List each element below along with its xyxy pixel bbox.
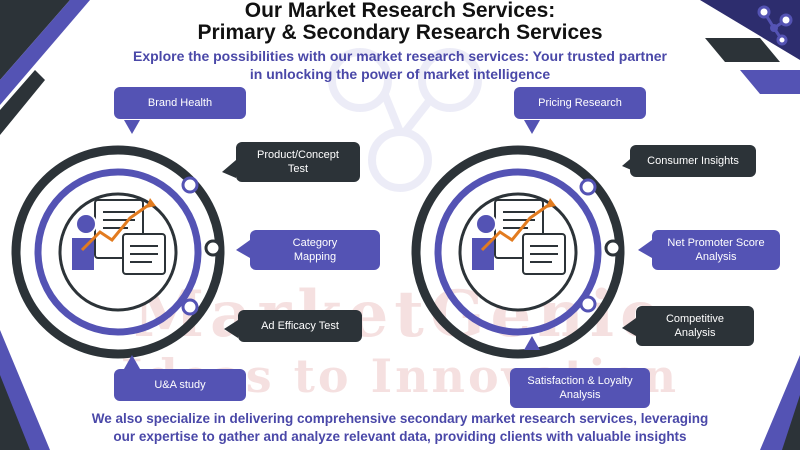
left-middle-ring — [34, 168, 202, 336]
left-item-brand-health: Brand Health — [114, 87, 246, 119]
left-item-product-concept-test: Product/Concept Test — [236, 142, 360, 182]
item-label: Mapping — [293, 251, 337, 263]
footer-line1: We also specialize in delivering compreh… — [91, 411, 709, 426]
right-item-satisfaction-loyalty: Satisfaction & Loyalty Analysis — [510, 368, 650, 408]
right-middle-ring — [434, 168, 602, 336]
left-item-category-mapping: Category Mapping — [250, 230, 380, 270]
item-label: Satisfaction & Loyalty — [527, 375, 633, 387]
item-label: Pricing Research — [538, 97, 622, 109]
report-chart-icon — [472, 198, 566, 275]
item-label: Ad Efficacy Test — [261, 320, 339, 332]
page-title-line2: Primary & Secondary Research Services — [197, 21, 603, 44]
report-chart-icon — [72, 198, 166, 275]
network-icon — [757, 5, 793, 46]
item-label: Category — [292, 237, 338, 249]
left-item-ua-study: U&A study — [114, 369, 246, 401]
item-label: Product/Concept — [257, 149, 339, 161]
item-label: Consumer Insights — [647, 155, 739, 167]
subtitle-line2: in unlocking the power of market intelli… — [249, 66, 551, 82]
right-item-consumer-insights: Consumer Insights — [630, 145, 756, 177]
footer-line2: our expertise to gather and analyze rele… — [113, 429, 687, 444]
page-title-line1: Our Market Research Services: — [244, 0, 556, 22]
right-diagram — [411, 120, 652, 359]
item-label: Competitive — [665, 313, 725, 325]
left-item-ad-efficacy-test: Ad Efficacy Test — [238, 310, 362, 342]
subtitle-line1: Explore the possibilities with our marke… — [133, 48, 667, 64]
item-label: Analysis — [695, 251, 737, 263]
item-label: U&A study — [154, 379, 206, 391]
item-label: Brand Health — [147, 97, 213, 109]
item-label: Analysis — [559, 389, 601, 401]
item-label: Analysis — [674, 327, 716, 339]
right-item-pricing-research: Pricing Research — [514, 87, 646, 119]
right-item-net-promoter-score: Net Promoter Score Analysis — [652, 230, 780, 270]
item-label: Test — [287, 163, 309, 175]
item-label: Net Promoter Score — [667, 237, 765, 249]
left-diagram — [11, 120, 250, 369]
right-item-competitive-analysis: Competitive Analysis — [636, 306, 754, 346]
